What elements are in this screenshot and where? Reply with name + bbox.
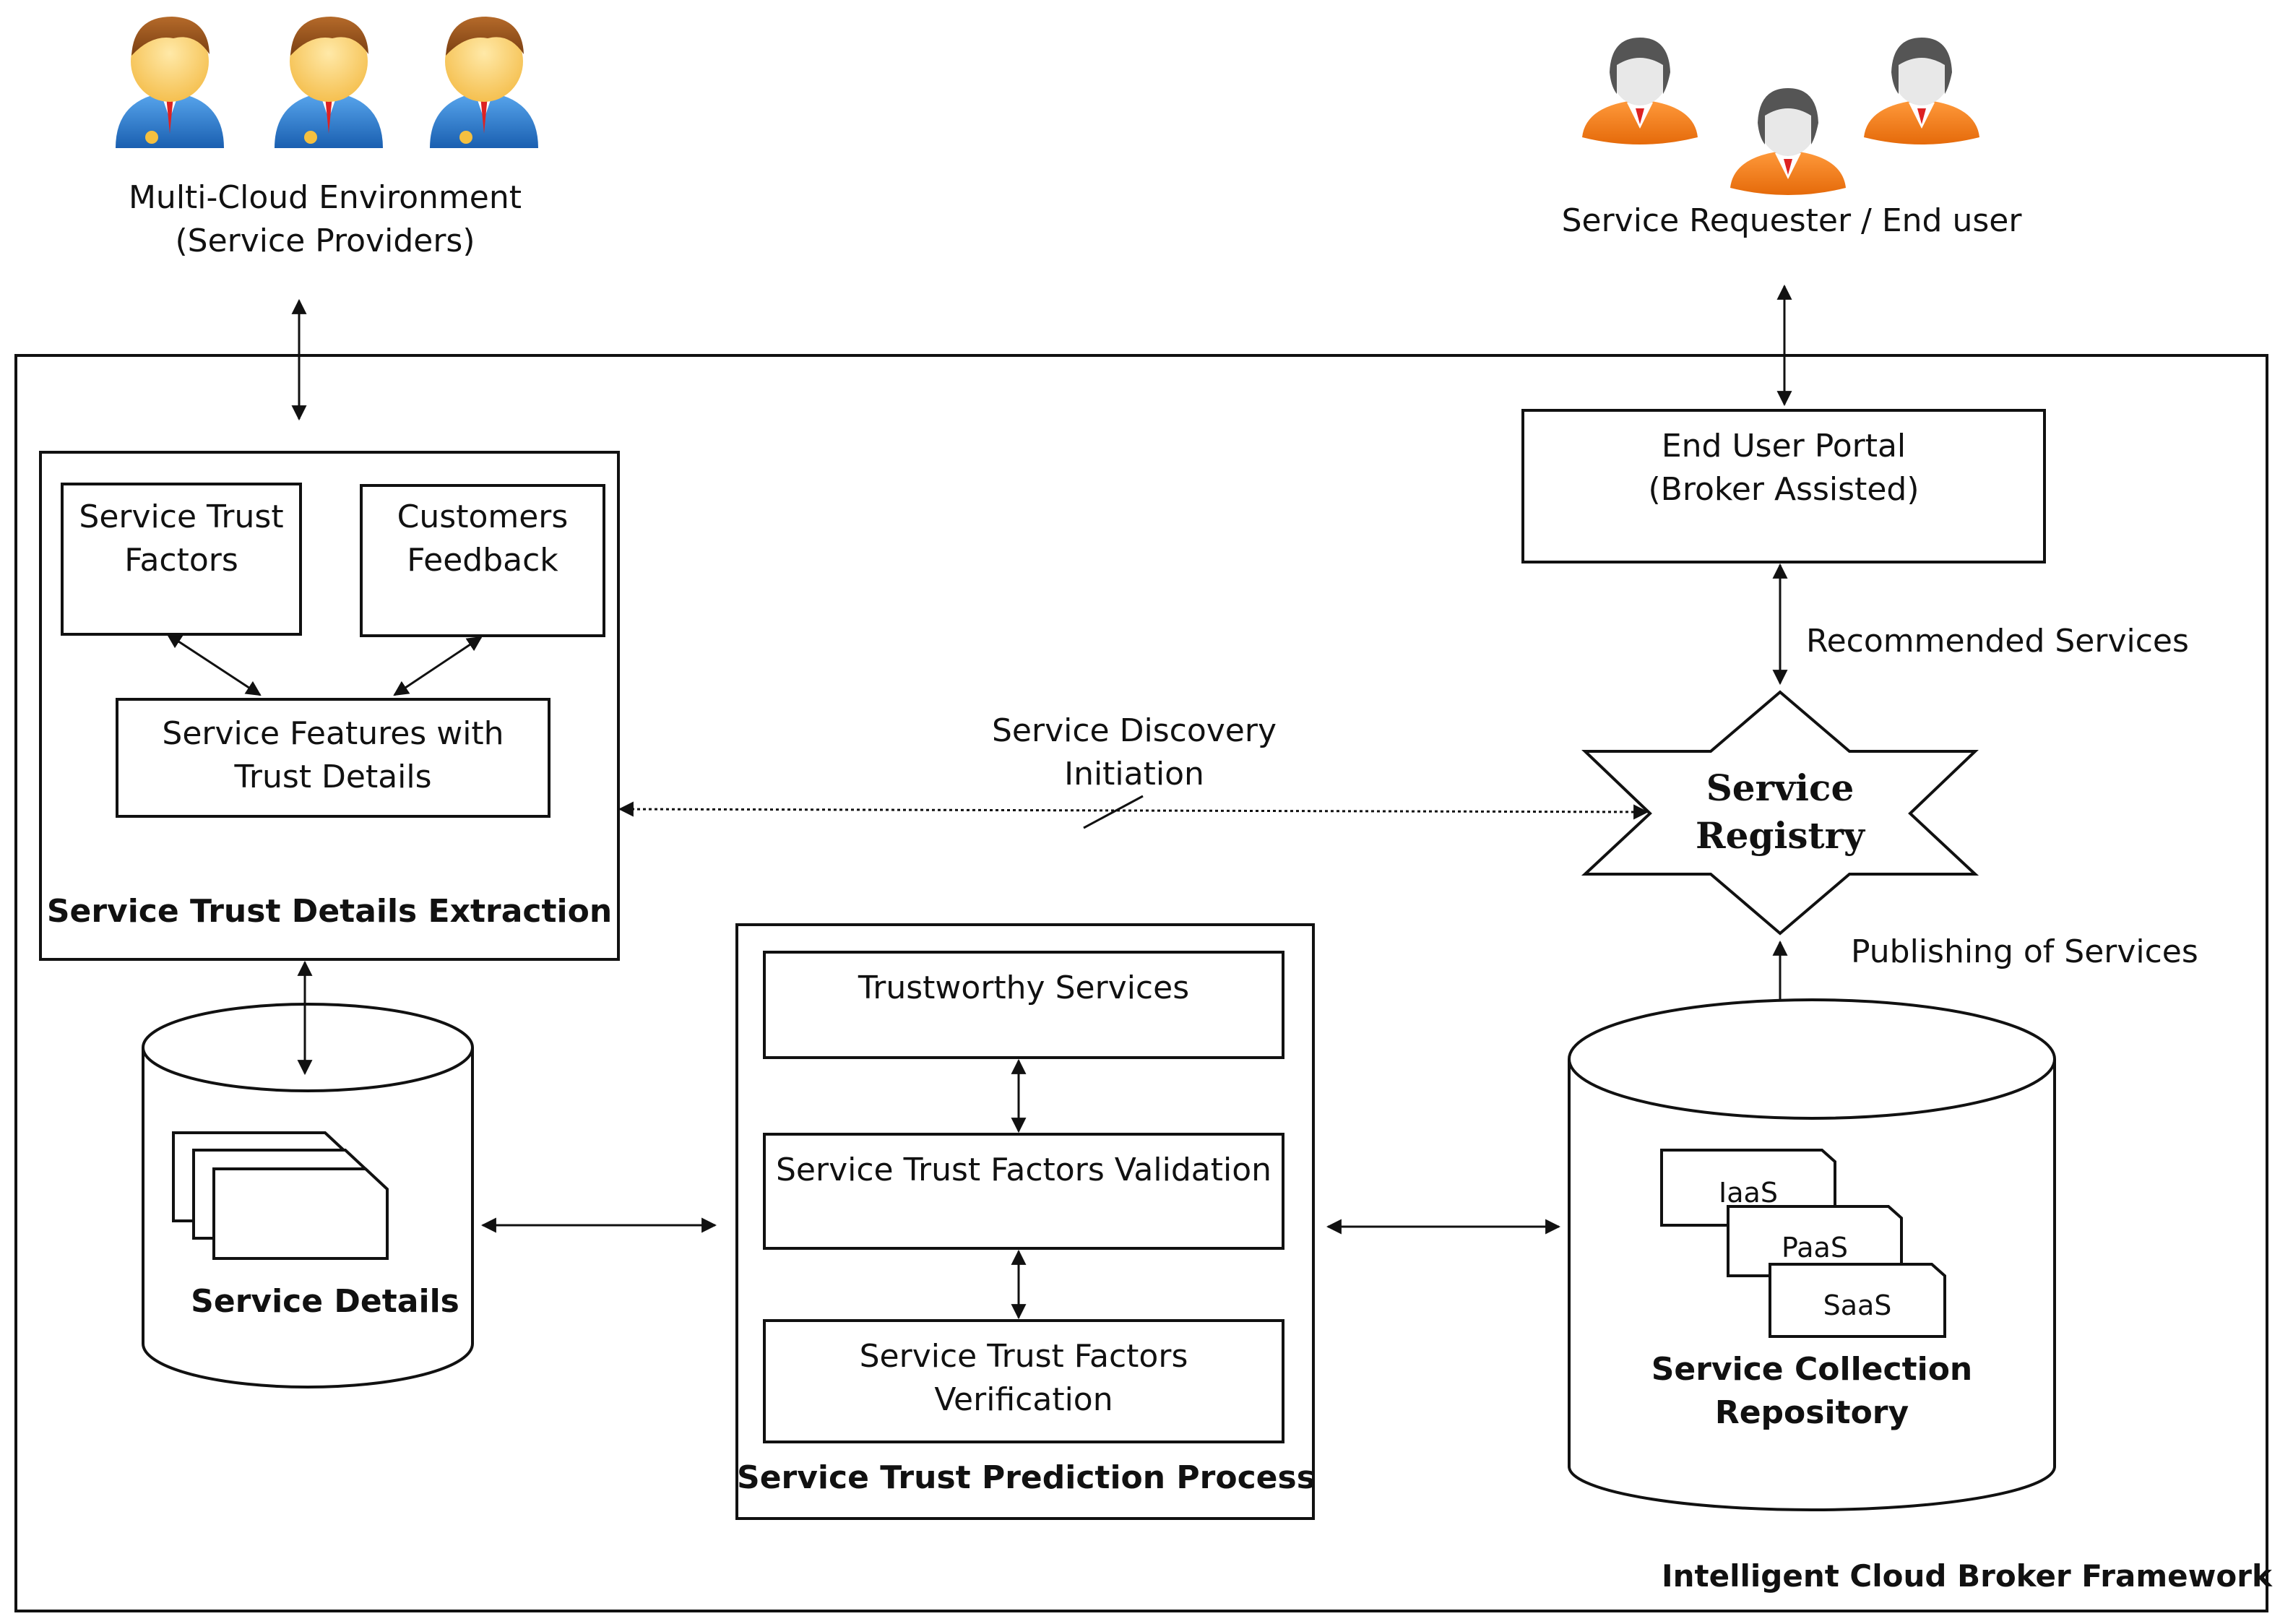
publishing-label: Publishing of Services (1851, 933, 2198, 970)
feedback-line1: Customers (397, 498, 569, 535)
requester-icon-1 (1582, 38, 1698, 144)
discovery-tick (1083, 795, 1144, 829)
arrow-feedback-features (393, 636, 483, 696)
portal-line1: End User Portal (1661, 428, 1907, 465)
registry-label: Service Registry (1636, 764, 1925, 860)
trust-factors-label: Service Trust Factors (62, 496, 301, 582)
provider-icon-1 (116, 17, 224, 148)
features-label: Service Features with Trust Details (117, 712, 549, 799)
portal-label: End User Portal (Broker Assisted) (1523, 425, 2044, 511)
validation-label: Service Trust Factors Validation (775, 1152, 1272, 1188)
feedback-label: Customers Feedback (361, 496, 604, 582)
iaas-label: IaaS (1719, 1177, 1778, 1209)
portal-line2: (Broker Assisted) (1648, 471, 1920, 508)
providers-label-line2: (Service Providers) (175, 223, 475, 259)
verification-line2: Verification (934, 1381, 1113, 1418)
collection-line2: Repository (1714, 1394, 1909, 1431)
provider-icon-2 (275, 17, 383, 148)
requester-icon-2 (1730, 88, 1846, 195)
providers-label: Multi-Cloud Environment (Service Provide… (108, 176, 542, 263)
verification-label: Service Trust Factors Verification (764, 1335, 1283, 1422)
feedback-line2: Feedback (407, 542, 558, 579)
verification-box (763, 1319, 1284, 1443)
prediction-title: Service Trust Prediction Process (737, 1459, 1316, 1496)
registry-line2: Registry (1696, 814, 1865, 857)
saas-card (1769, 1263, 1946, 1338)
trustworthy-label: Trustworthy Services (858, 969, 1190, 1006)
trust-factors-line1: Service Trust (79, 498, 284, 535)
features-line1: Service Features with (162, 715, 504, 752)
provider-icon-3 (430, 17, 538, 148)
paas-card (1727, 1205, 1903, 1277)
features-line2: Trust Details (234, 759, 432, 795)
collection-line1: Service Collection (1651, 1351, 1973, 1388)
requesters-label: Service Requester / End user (1561, 202, 2022, 239)
framework-border (14, 354, 2268, 1612)
saas-label: SaaS (1823, 1290, 1892, 1321)
requester-icon-3 (1864, 38, 1979, 144)
registry-line1: Service (1706, 766, 1854, 809)
trustworthy-box (763, 951, 1284, 1059)
document-stack-icon (172, 1131, 389, 1260)
extraction-title: Service Trust Details Extraction (46, 893, 613, 930)
trust-factors-box (61, 483, 302, 636)
trust-factors-line2: Factors (124, 542, 238, 579)
arrow-discovery (618, 801, 1649, 820)
service-details-label: Service Details (191, 1283, 459, 1320)
paas-label: PaaS (1782, 1232, 1848, 1264)
discovery-line2: Initiation (1064, 756, 1204, 792)
recommended-label: Recommended Services (1806, 623, 2189, 660)
framework-label: Intelligent Cloud Broker Framework (1662, 1558, 2272, 1594)
discovery-label: Service Discovery Initiation (954, 709, 1315, 796)
portal-box (1521, 409, 2046, 563)
discovery-line1: Service Discovery (992, 712, 1277, 749)
features-box (116, 698, 550, 818)
verification-line1: Service Trust Factors (859, 1338, 1188, 1375)
feedback-box (360, 484, 605, 637)
validation-box (763, 1133, 1284, 1250)
providers-label-line1: Multi-Cloud Environment (128, 179, 522, 216)
arrow-factors-features (166, 633, 262, 696)
registry-star (1581, 690, 1979, 936)
collection-label: Service Collection Repository (1569, 1348, 2055, 1435)
